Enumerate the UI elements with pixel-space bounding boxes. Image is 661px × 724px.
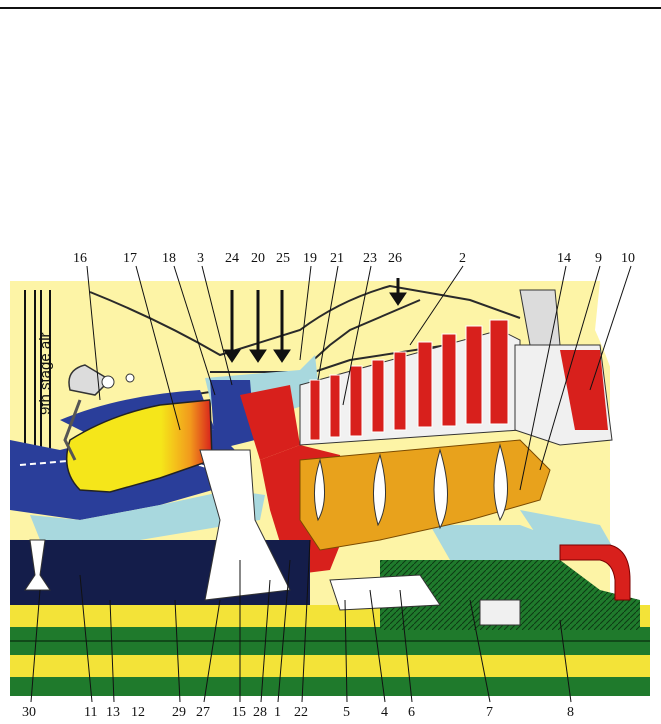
leader-lines: [30, 265, 632, 703]
callout-18: 18: [162, 251, 176, 266]
combustion-chamber: [65, 399, 213, 493]
callout-7: 7: [486, 705, 493, 720]
callout-16: 16: [73, 251, 87, 266]
compressor-struts: [24, 449, 291, 601]
callout-9: 9: [595, 251, 602, 266]
callout-11: 11: [84, 705, 97, 720]
callout-5: 5: [343, 705, 350, 720]
cooling-passages: [30, 355, 620, 560]
exhaust-casing: [514, 289, 613, 446]
disc-bolts: [314, 443, 508, 530]
callout-13: 13: [106, 705, 120, 720]
callout-26: 26: [388, 251, 402, 266]
callout-8: 8: [567, 705, 574, 720]
callout-29: 29: [172, 705, 186, 720]
callout-4: 4: [381, 705, 388, 720]
callout-21: 21: [330, 251, 344, 266]
callout-3: 3: [197, 251, 204, 266]
turbine-blades: [309, 319, 509, 441]
stage-air-label: 9th stage air: [37, 332, 54, 415]
stage-air-pipes: [24, 290, 51, 470]
callout-24: 24: [225, 251, 239, 266]
callout-6: 6: [408, 705, 415, 720]
callout-25: 25: [276, 251, 290, 266]
callout-14: 14: [557, 251, 571, 266]
callout-10: 10: [621, 251, 635, 266]
oil-pipe: [559, 544, 631, 601]
bottom-callouts: 30 11 13 12 29 27 15 28 1 22 5 4 6 7 8: [22, 705, 574, 720]
flow-arrows: [223, 278, 407, 363]
top-rule: [0, 7, 661, 9]
callout-20: 20: [251, 251, 265, 266]
callout-2: 2: [459, 251, 466, 266]
fuel-nozzle: [63, 364, 135, 461]
callout-22: 22: [294, 705, 308, 720]
callout-19: 19: [303, 251, 317, 266]
callout-12: 12: [131, 705, 145, 720]
turbine-discs: [299, 439, 551, 551]
callout-23: 23: [363, 251, 377, 266]
callout-1: 1: [274, 705, 281, 720]
callout-27: 27: [196, 705, 210, 720]
callout-28: 28: [253, 705, 267, 720]
callout-30: 30: [22, 705, 36, 720]
bearing-housings: [329, 560, 640, 630]
callout-17: 17: [123, 251, 137, 266]
callout-15: 15: [232, 705, 246, 720]
top-callouts: 16 17 18 3 24 20 25 19 21 23 26 2 14 9 1…: [73, 251, 635, 266]
